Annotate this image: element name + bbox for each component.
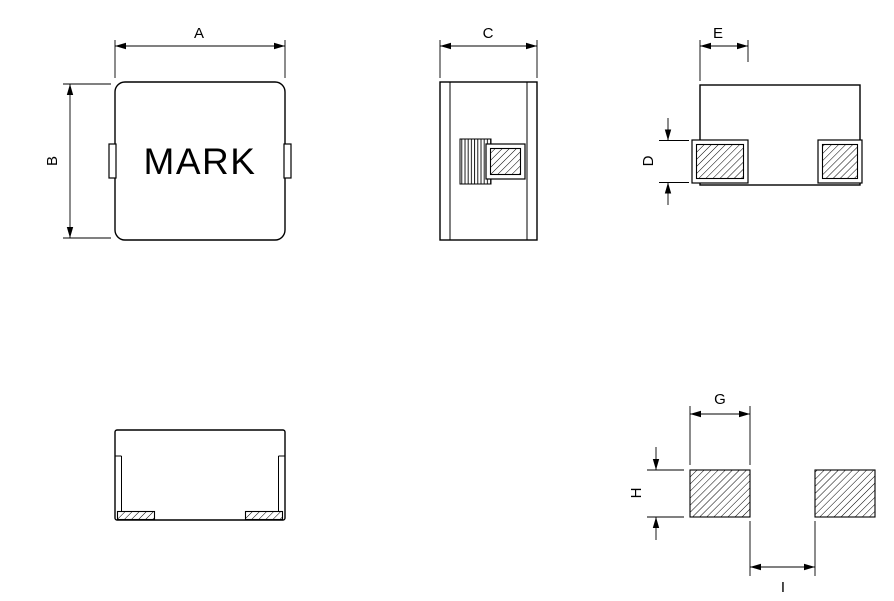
terminal-strip-left	[116, 510, 156, 521]
arrowhead-right	[526, 42, 537, 50]
terminal-notch-left	[108, 143, 117, 179]
arrowhead-right	[739, 410, 750, 418]
dim-label-d: D	[640, 155, 657, 166]
arrowhead-up	[652, 517, 660, 528]
component-body-bottom	[114, 429, 286, 521]
dim-label-g: G	[714, 391, 726, 408]
arrowhead-left	[700, 42, 711, 50]
arrowhead-down	[66, 227, 74, 238]
dimension-e: E	[699, 25, 749, 81]
arrowhead-right	[737, 42, 748, 50]
dimension-d: D	[640, 118, 689, 205]
land-pad-left	[689, 469, 751, 518]
end-view: E D	[640, 25, 863, 205]
dimension-i: I	[749, 521, 816, 596]
arrowhead-left	[115, 42, 126, 50]
arrowhead-left	[440, 42, 451, 50]
component-marking: MARK	[144, 141, 257, 182]
dimension-b: B	[44, 83, 111, 239]
arrowhead-down	[664, 129, 672, 141]
arrowhead-right	[804, 563, 815, 571]
dim-label-i: I	[781, 579, 785, 596]
terminal-notch-right	[283, 143, 292, 179]
terminal-hatch	[489, 147, 522, 176]
dim-label-e: E	[713, 25, 723, 42]
terminal-hatch-left	[695, 143, 745, 180]
arrowhead-down	[652, 459, 660, 470]
dimension-c: C	[439, 25, 538, 78]
arrowhead-left	[690, 410, 701, 418]
dim-label-c: C	[483, 25, 494, 42]
terminal-hatch-right	[821, 143, 859, 180]
land-pattern-view: G H I	[628, 391, 876, 596]
arrowhead-up	[664, 182, 672, 194]
dim-label-h: H	[628, 488, 645, 499]
dim-label-a: A	[194, 25, 204, 42]
arrowhead-up	[66, 84, 74, 95]
side-view: C	[439, 25, 538, 241]
arrowhead-right	[274, 42, 285, 50]
dimension-g: G	[689, 391, 751, 465]
terminal-strip-right	[244, 510, 284, 521]
arrowhead-left	[750, 563, 761, 571]
dim-label-b: B	[44, 156, 61, 166]
dimension-h: H	[628, 447, 684, 540]
bottom-view	[114, 429, 286, 521]
front-view: A B MARK	[44, 25, 292, 241]
land-pad-right	[814, 469, 876, 518]
dimension-a: A	[114, 25, 286, 78]
